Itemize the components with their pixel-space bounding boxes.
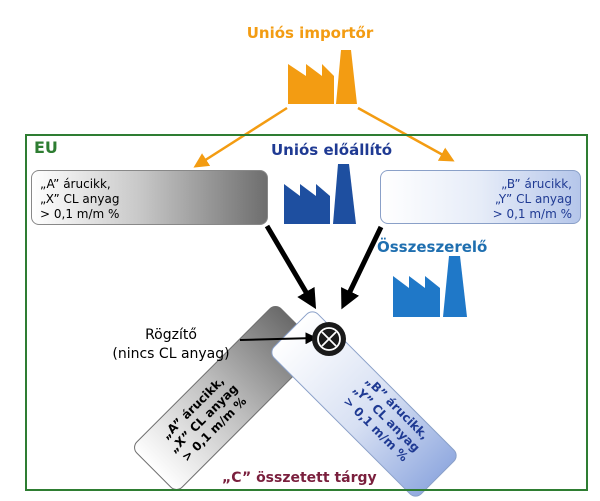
fixer-line2: (nincs CL anyag) — [112, 346, 230, 362]
producer-factory-icon — [284, 164, 356, 224]
box-b-line3: > 0,1 m/m % — [492, 207, 572, 221]
producer-label: Uniós előállító — [271, 141, 393, 159]
eu-frame — [25, 134, 588, 491]
importer-label: Uniós importőr — [246, 24, 374, 42]
composite-article-label: „C” összetett tárgy — [222, 470, 377, 486]
article-b-box: „B” árucikk, „Y” CL anyag > 0,1 m/m % — [380, 170, 581, 224]
arrow-b-to-fixer — [341, 225, 384, 310]
box-a-line3: > 0,1 m/m % — [40, 207, 120, 221]
box-a-line1: „A” árucikk, — [40, 177, 111, 191]
arrow-a-to-fixer — [264, 224, 317, 310]
x-circle-icon — [312, 322, 346, 356]
box-b-line1: „B” árucikk, — [501, 177, 572, 191]
arrow-fixer-label — [239, 332, 318, 345]
importer-factory-icon — [288, 50, 357, 104]
box-a-line2: „X” CL anyag — [40, 192, 120, 206]
importer-arrow-left — [193, 106, 288, 168]
article-a-box: „A” árucikk, „X” CL anyag > 0,1 m/m % — [31, 170, 268, 225]
bar-b — [271, 311, 457, 497]
fixer-line1: Rögzítő — [145, 327, 197, 343]
eu-label: EU — [34, 138, 58, 157]
box-b-line2: „Y” CL anyag — [494, 192, 572, 206]
assembler-factory-icon — [393, 256, 467, 317]
fixer-label: Rögzítő (nincs CL anyag) — [96, 326, 246, 364]
assembler-label: Összeszerelő — [377, 238, 488, 256]
